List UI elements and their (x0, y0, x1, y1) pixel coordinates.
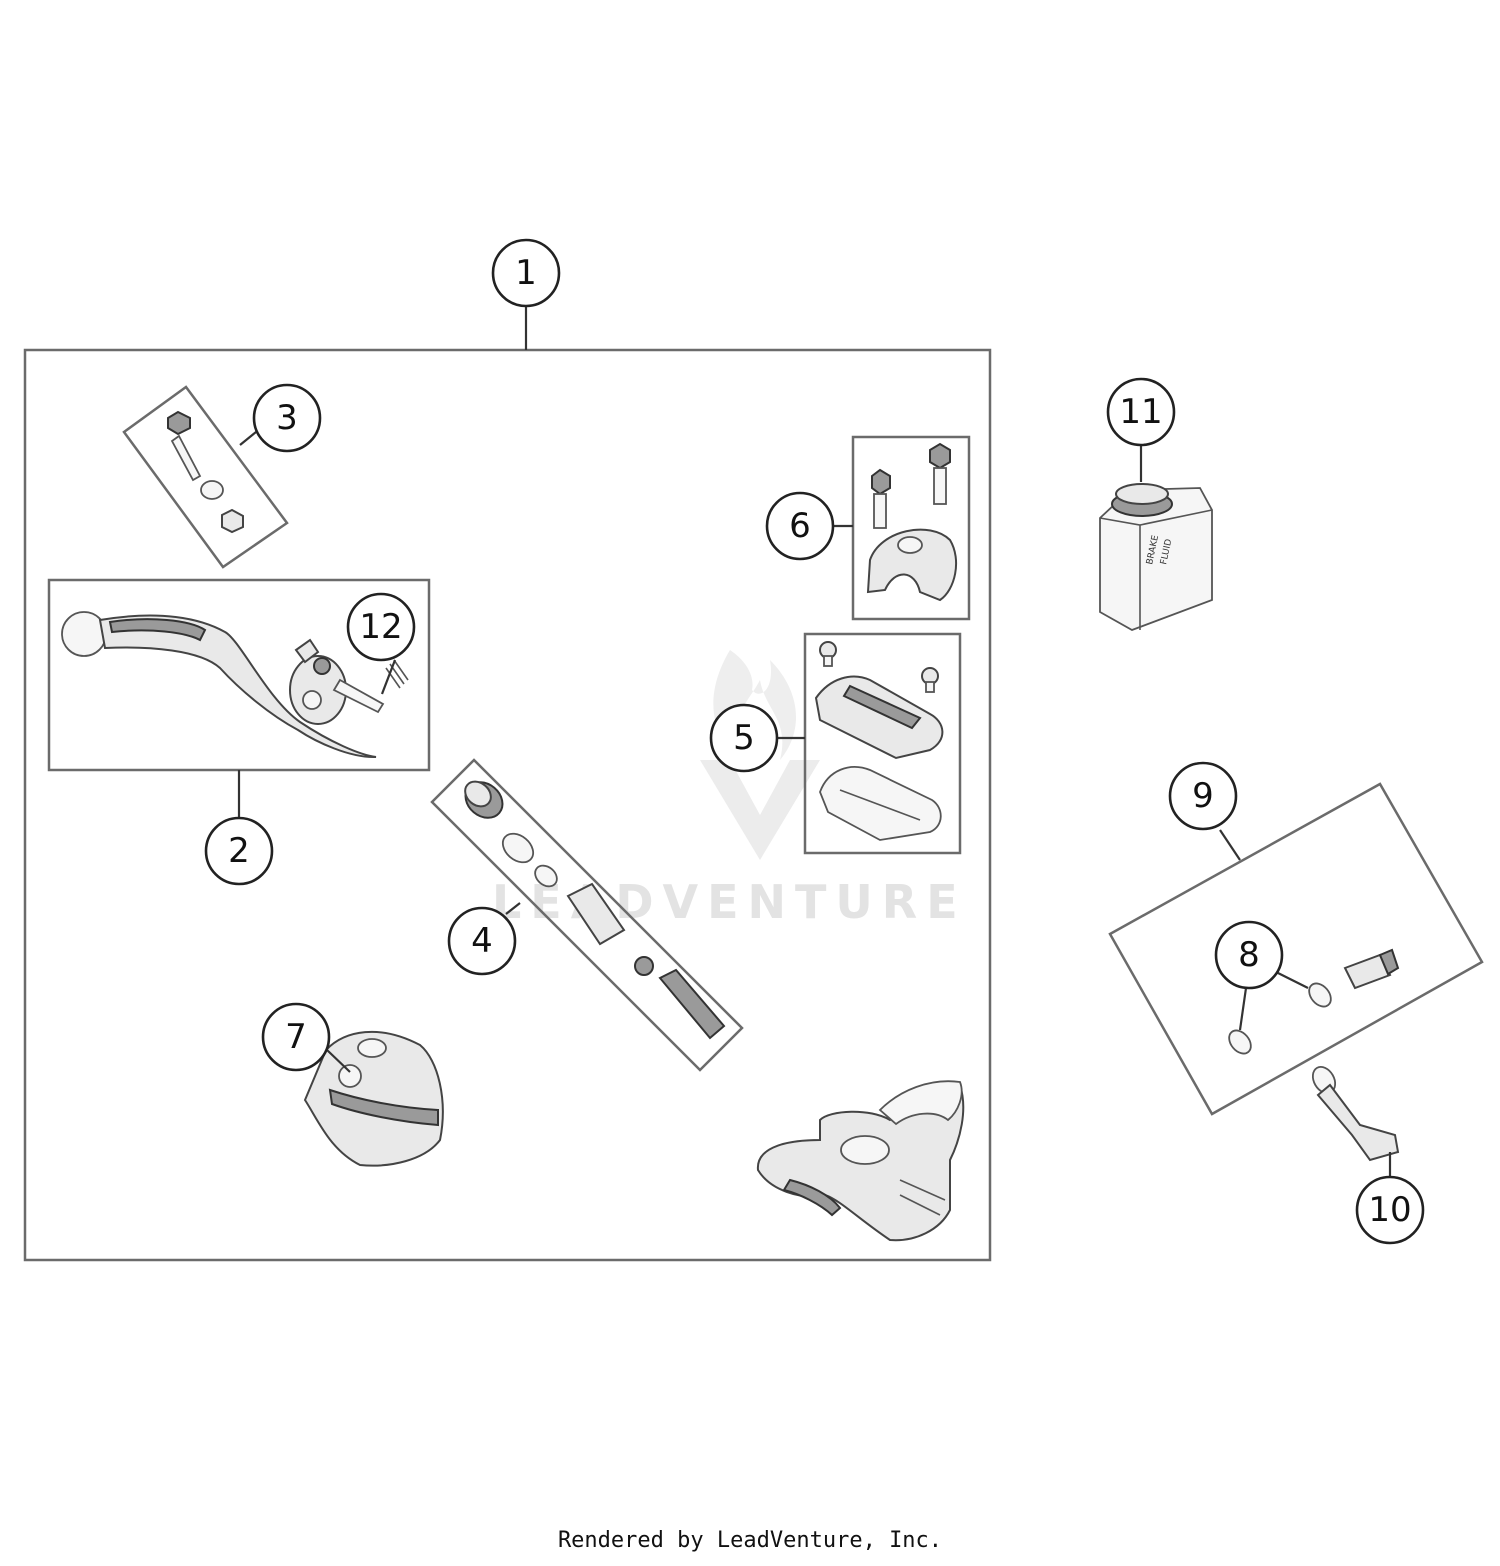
callout-6: 6 (765, 491, 835, 561)
part-11-brake-fluid-bottle: BRAKE FLUID (1099, 444, 1213, 631)
callout-11: 11 (1106, 377, 1176, 447)
callout-1: 1 (491, 238, 561, 308)
callout-8-label: 8 (1238, 935, 1260, 975)
callout-5-label: 5 (733, 718, 755, 758)
callout-8: 8 (1214, 920, 1284, 990)
callout-10-label: 10 (1368, 1190, 1411, 1230)
callout-1-label: 1 (515, 253, 537, 293)
callout-6-label: 6 (789, 506, 811, 546)
callout-9-label: 9 (1192, 776, 1214, 816)
callout-12: 12 (346, 592, 416, 662)
callout-10: 10 (1355, 1175, 1425, 1245)
assembly-frame-1 (23, 348, 992, 1262)
part-2-brake-lever (47, 578, 431, 820)
callout-3-label: 3 (276, 398, 298, 438)
part-8-seal-b (1228, 1029, 1252, 1055)
part-4-piston-kit (430, 758, 744, 1072)
callout-3: 3 (252, 383, 322, 453)
part-9-hose-kit (1108, 782, 1484, 1116)
part-5-reservoir-cover-kit (775, 632, 962, 855)
part-7-housing-cap (303, 1030, 444, 1167)
callout-4-label: 4 (471, 921, 493, 961)
callout-9: 9 (1168, 761, 1238, 831)
callout-7-label: 7 (285, 1017, 307, 1057)
part-6-clamp-kit (832, 435, 971, 621)
master-cylinder-body (756, 1080, 965, 1242)
callout-11-label: 11 (1119, 392, 1162, 432)
callout-12-label: 12 (359, 607, 402, 647)
callout-4: 4 (447, 906, 517, 976)
part-8-seal-a (1308, 982, 1332, 1008)
callout-5: 5 (709, 703, 779, 773)
callout-7: 7 (261, 1002, 331, 1072)
watermark-text: LEADVENTURE (492, 875, 967, 929)
footer-credit: Rendered by LeadVenture, Inc. (557, 1528, 943, 1553)
part-10-hose-fitting (1311, 1065, 1400, 1180)
callout-2-label: 2 (228, 831, 250, 871)
part-3-screw-kit (122, 385, 289, 569)
callout-2: 2 (204, 816, 274, 886)
